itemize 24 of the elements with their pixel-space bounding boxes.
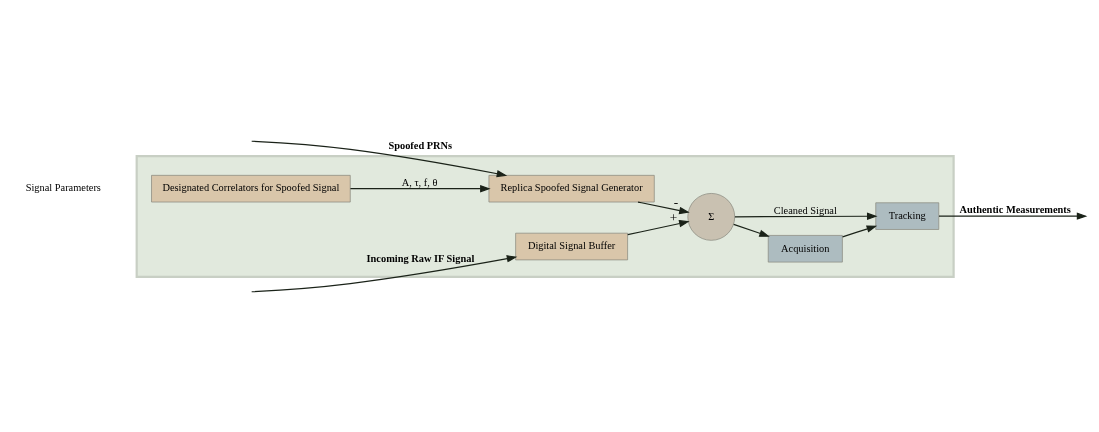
arrow — [251, 254, 518, 292]
arrow — [734, 212, 878, 220]
edge-label: Authentic Measurements — [959, 203, 1071, 215]
arrow — [842, 224, 878, 237]
node-box: Designated Correlators for Spoofed Signal — [151, 174, 351, 202]
arrow — [251, 140, 508, 177]
cluster — [135, 154, 955, 278]
edge-label: - — [673, 194, 679, 210]
node-box: Replica Spoofed Signal Generator — [488, 174, 655, 202]
label: Signal Parameters — [25, 181, 101, 193]
node-box: Acquisition — [767, 234, 843, 262]
arrow — [733, 223, 770, 237]
edge-label: Cleaned Signal — [773, 204, 837, 216]
edge-label: A, τ, f, θ — [401, 176, 438, 188]
arrow — [637, 201, 690, 214]
arrow — [938, 211, 1088, 220]
node-box: Tracking — [875, 201, 940, 230]
arrow — [627, 219, 690, 235]
edge-label: Spoofed PRNs — [388, 139, 453, 151]
edge-label: Incoming Raw IF Signal — [366, 252, 475, 264]
node-box: Digital Signal Buffer — [515, 232, 628, 260]
node-circle: Σ — [687, 192, 736, 241]
edge-label: + — [669, 209, 678, 225]
arrow — [349, 184, 491, 192]
